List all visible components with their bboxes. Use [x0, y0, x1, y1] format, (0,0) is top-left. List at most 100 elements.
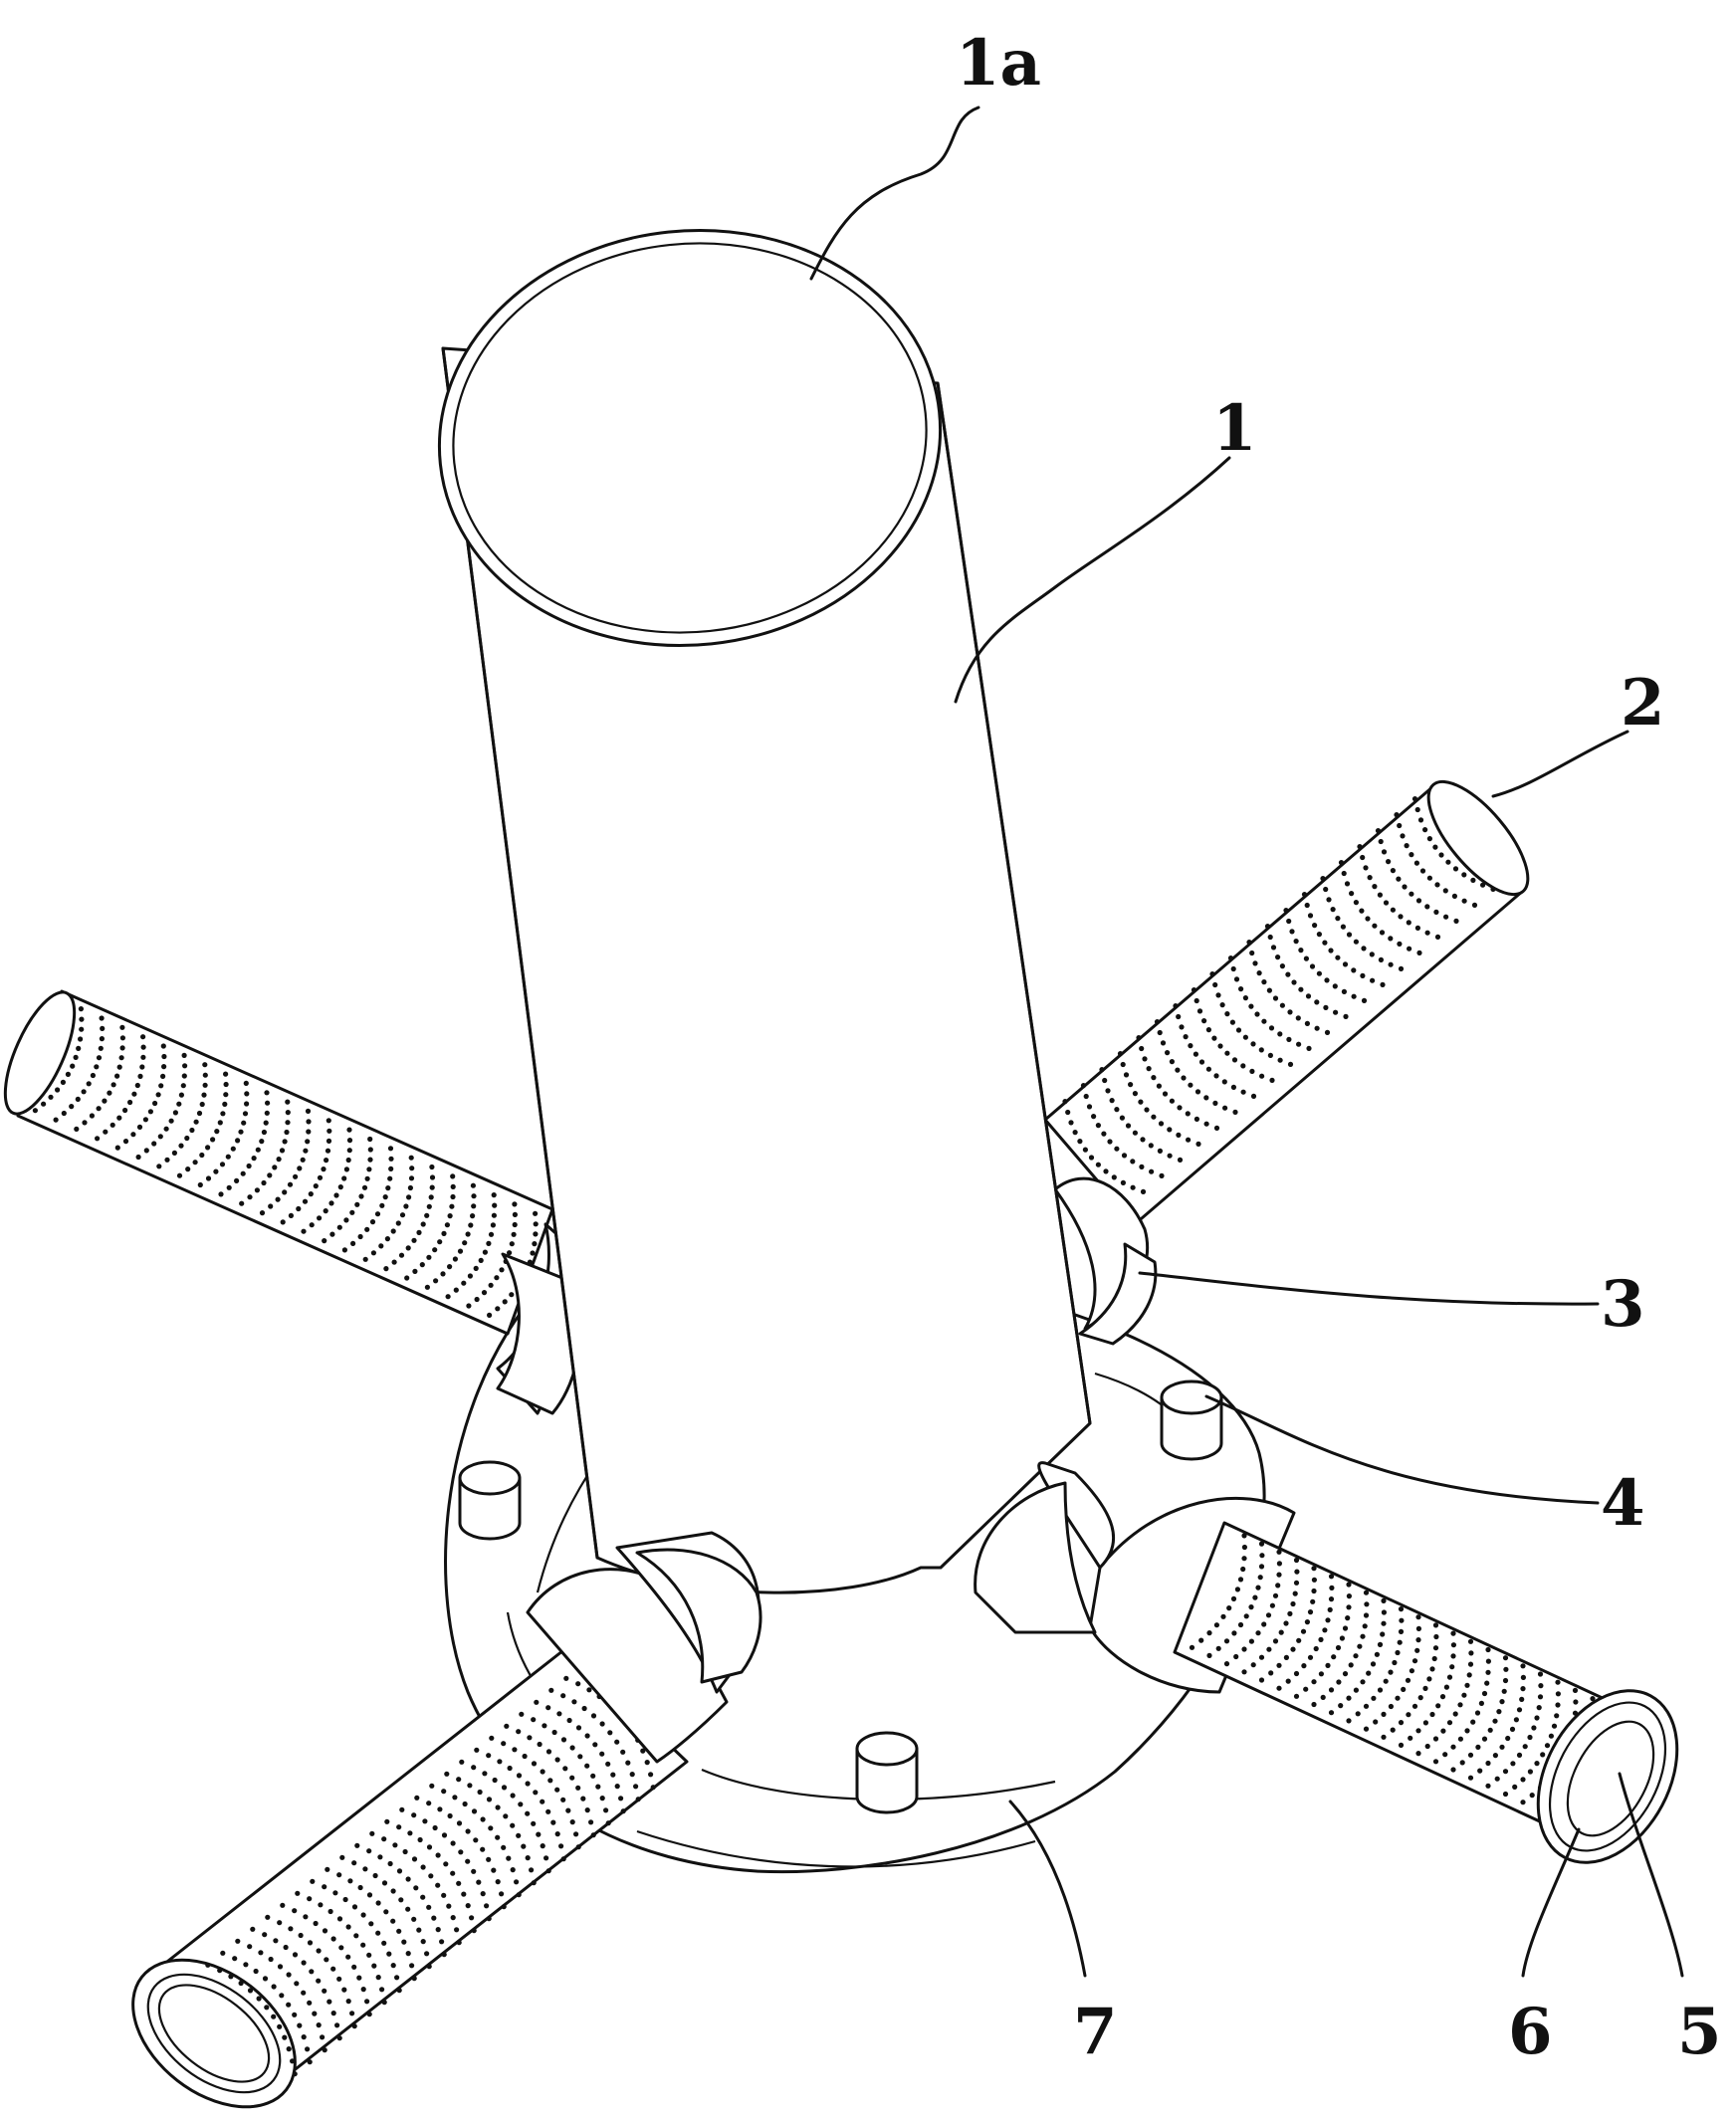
perforation-dot [301, 1228, 307, 1234]
perforation-dot [392, 1842, 398, 1848]
perforation-dot [1233, 1653, 1239, 1660]
perforation-dot [405, 1876, 411, 1882]
perforation-dot [1544, 1743, 1551, 1749]
perforation-dot [1467, 1752, 1474, 1758]
perforation-dot [1457, 1736, 1463, 1742]
perforation-dot [429, 1174, 436, 1180]
perforation-dot [372, 1872, 378, 1879]
perforation-dot [1551, 1723, 1558, 1729]
perforation-dot [399, 1806, 405, 1812]
perforation-dot [1474, 1710, 1481, 1716]
perforation-dot [1345, 1615, 1351, 1621]
perforation-dot [1298, 986, 1304, 992]
perforation-dot [431, 1915, 437, 1921]
perforation-dot [533, 1790, 539, 1796]
perforation-dot [556, 1711, 562, 1717]
perforation-dot [1342, 1625, 1349, 1631]
perforation-dot [405, 1906, 411, 1912]
perforation-dot [1272, 1592, 1279, 1598]
perforation-dot [364, 1175, 370, 1181]
perforation-dot [465, 1903, 471, 1909]
perforation-dot [330, 1966, 336, 1972]
perforation-dot [1215, 992, 1221, 998]
perforation-dot [303, 1914, 309, 1920]
perforation-dot [1176, 1132, 1182, 1138]
perforation-dot [1401, 1686, 1407, 1692]
perforation-dot [160, 1073, 166, 1079]
bolt [855, 1731, 919, 1814]
perforation-dot [1287, 1610, 1293, 1616]
perforation-dot [1516, 1707, 1523, 1713]
perforation-dot [275, 1196, 281, 1202]
perforation-dot [160, 1043, 166, 1049]
perforation-dot [253, 1968, 259, 1975]
perforation-dot [1409, 852, 1414, 858]
perforation-dot [577, 1754, 583, 1760]
perforation-dot [1417, 1695, 1423, 1701]
perforation-dot [119, 1045, 125, 1051]
perforation-dot [590, 1773, 596, 1779]
perforation-rows [205, 1675, 656, 2077]
perforation-dot [1114, 1107, 1120, 1113]
perforation-dot [465, 1858, 471, 1864]
perforation-dot [1128, 1082, 1134, 1088]
perforation-dot [259, 1139, 265, 1145]
perforation-dot [1242, 995, 1248, 1001]
perforation-dot [292, 1908, 298, 1914]
perforation-dot [321, 1166, 326, 1172]
perforation-dot [1188, 1082, 1194, 1088]
perforation-dot [171, 1150, 177, 1156]
perforation-dot [467, 1783, 473, 1789]
perforation-dot [565, 1807, 571, 1813]
perforation-dot [1373, 1719, 1379, 1725]
perforation-dot [495, 1834, 501, 1840]
perforation-dot [320, 2034, 326, 2040]
perforation-dot [610, 1772, 616, 1778]
perforation-dot [409, 1166, 415, 1171]
perforation-dot [349, 1209, 355, 1215]
perforation-dot [1241, 1533, 1247, 1539]
perforation-dot [1222, 1105, 1228, 1111]
perforation-dot [238, 1980, 244, 1987]
perforation-dot [362, 1866, 368, 1872]
perforation-dot [1246, 940, 1252, 946]
perforation-dot [1250, 1093, 1257, 1099]
perforation-dot [403, 1203, 409, 1209]
perforation-dot [1140, 1188, 1147, 1194]
perforation-dot [213, 1168, 219, 1174]
perforation-dot [1366, 1670, 1372, 1676]
perforation-dot [1261, 979, 1267, 985]
perforation-dot [1357, 844, 1363, 850]
perforation-dot [1355, 1711, 1361, 1717]
perforation-dot [491, 1192, 497, 1198]
perforation-dot [345, 1999, 351, 2005]
perforation-dot [351, 1860, 357, 1866]
perforation-dot [1212, 1100, 1218, 1106]
perforation-dot [1169, 1098, 1175, 1104]
perforation-dot [1442, 888, 1448, 894]
perforation-dot [293, 1173, 299, 1179]
perforation-dot [1369, 952, 1375, 957]
perforation-dot [1176, 1013, 1182, 1020]
perforation-dot [136, 1124, 143, 1130]
perforation-dot [545, 1749, 552, 1755]
perforation-dot [452, 1795, 458, 1801]
perforation-dot [533, 1221, 539, 1227]
perforation-dot [1363, 1703, 1370, 1709]
perforation-dot [295, 1890, 301, 1896]
perforation-dot [459, 1759, 465, 1765]
perforation-dot [416, 1229, 422, 1235]
perforation-dot [223, 1071, 229, 1077]
perforation-dot [1392, 1659, 1398, 1666]
perforation-dot [1165, 1050, 1171, 1056]
perforation-dot [371, 1963, 377, 1969]
perforation-dot [450, 1183, 456, 1189]
perforation-dot [1513, 1717, 1519, 1723]
perforation-dot [620, 1808, 626, 1814]
perforation-dot [1323, 1004, 1329, 1011]
perforation-dot [482, 1771, 488, 1777]
perforation-dot [317, 1174, 324, 1180]
perforation-dot [390, 1228, 396, 1234]
perforation-dot [96, 1106, 102, 1112]
perforation-dot [554, 1787, 560, 1793]
